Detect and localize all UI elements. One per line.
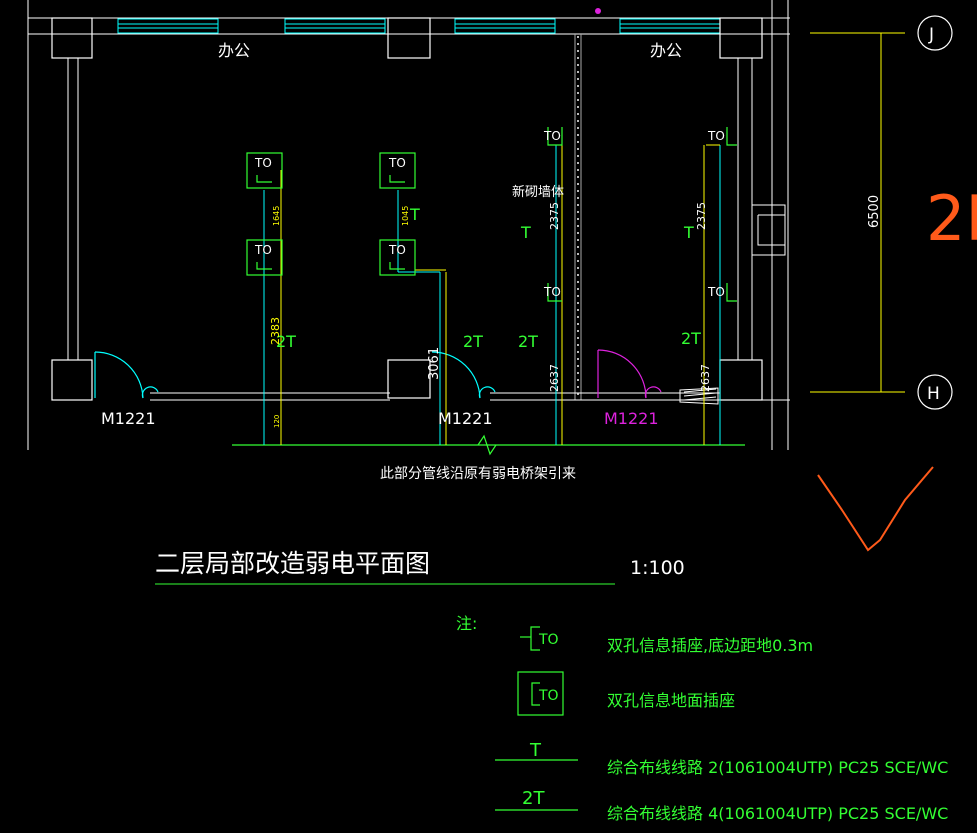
room-label-right: 办公: [650, 41, 682, 60]
outlet-brackets: [256, 127, 737, 302]
legend-symbol-3: T: [529, 740, 542, 761]
outlet-label-1: TO: [254, 156, 272, 170]
door-left: [94, 351, 159, 399]
outlet-label-2: TO: [254, 243, 272, 257]
dim-2637-a: 2637: [548, 364, 561, 392]
route-label-2t-3: 2T: [518, 332, 538, 351]
new-brick-wall: [574, 34, 582, 400]
new-wall-label: 新砌墙体: [512, 184, 564, 200]
route-label-2t-4: 2T: [681, 329, 701, 348]
axis-label-j: J: [928, 25, 934, 45]
dim-2375-a: 2375: [548, 202, 561, 230]
dim-2375-b: 2375: [695, 202, 708, 230]
legend-symbol-4: 2T: [522, 788, 545, 809]
dim-120: 120: [273, 415, 281, 428]
dim-1045: 1045: [401, 206, 410, 226]
drawing-scale: 1:100: [630, 557, 685, 579]
routing-lines: [263, 145, 721, 445]
columns: [51, 17, 763, 401]
floor-outlets: [246, 152, 416, 276]
dim-1645: 1645: [272, 206, 281, 226]
legend-text-3: 综合布线线路 2(1061004UTP) PC25 SCE/WC: [607, 758, 948, 777]
dim-2383: 2383: [269, 317, 282, 345]
drawing-title: 二层局部改造弱电平面图: [155, 549, 430, 578]
axis-label-h: H: [927, 384, 940, 404]
outlet-label-4: TO: [388, 243, 406, 257]
axis-bubble-j: [917, 15, 953, 51]
dim-6500: 6500: [867, 195, 882, 228]
dimension-lines: [280, 32, 905, 445]
route-label-t-2: T: [520, 223, 531, 242]
outlet-label-7: TO: [707, 129, 725, 143]
door-label-right: M1221: [604, 409, 659, 428]
check-mark: [817, 466, 934, 552]
stair-hatch: [679, 387, 719, 405]
top-windows: [117, 18, 721, 34]
legend-text-2: 双孔信息地面插座: [607, 691, 735, 710]
legend-symbol-2: TO: [538, 688, 559, 704]
axis-bubble-h: [917, 374, 953, 410]
legend-heading: 注:: [456, 614, 477, 633]
route-label-t-3: T: [683, 223, 694, 242]
left-wall: [67, 58, 79, 360]
door-label-mid: M1221: [438, 409, 493, 428]
legend-symbols: [495, 626, 578, 811]
outlet-label-3: TO: [388, 156, 406, 170]
dim-2637-b: 2637: [699, 364, 712, 392]
room-label-left: 办公: [218, 41, 250, 60]
dim-3061: 3061: [427, 347, 442, 380]
outlet-label-8: TO: [707, 285, 725, 299]
right-wall: [737, 0, 789, 450]
corridor-wall: [150, 392, 790, 401]
route-label-2t-2: 2T: [463, 332, 483, 351]
magenta-point: [595, 8, 601, 14]
door-right: [597, 349, 662, 399]
break-symbol: [477, 434, 497, 456]
outlet-label-6: TO: [543, 285, 561, 299]
legend-symbol-1: TO: [538, 632, 559, 648]
door-label-left: M1221: [101, 409, 156, 428]
outlet-label-5: TO: [543, 129, 561, 143]
legend-text-1: 双孔信息插座,底边距地0.3m: [607, 636, 813, 655]
route-label-t-1: T: [409, 205, 420, 224]
route-label-2t-1: 2T: [276, 332, 296, 351]
bridge-note: 此部分管线沿原有弱电桥架引来: [380, 466, 576, 482]
legend-text-4: 综合布线线路 4(1061004UTP) PC25 SCE/WC: [607, 804, 948, 823]
floor-mark: 2F: [926, 182, 977, 255]
